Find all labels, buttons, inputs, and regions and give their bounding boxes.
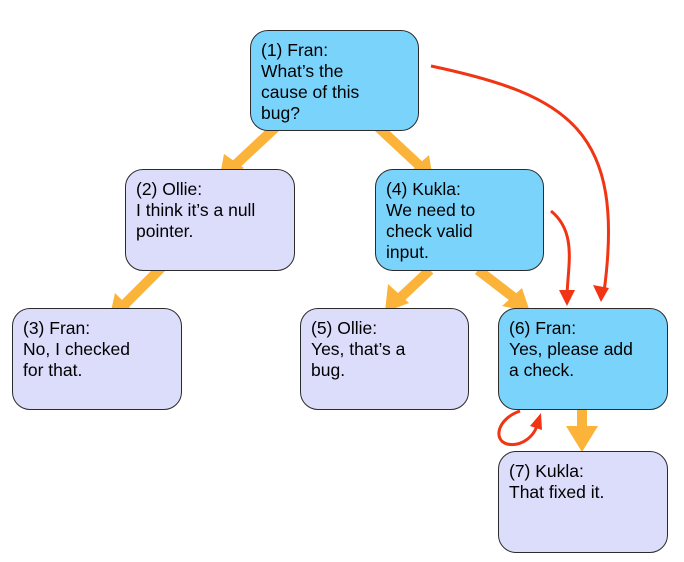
node-3-text-line-1: No, I checked	[23, 339, 130, 359]
node-2-text-line-2: pointer.	[136, 221, 194, 241]
node-5-speaker: (5) Ollie:	[311, 318, 378, 338]
node-4-text-line-3: input.	[386, 242, 429, 262]
node-6: (6) Fran: Yes, please add a check.	[498, 308, 668, 410]
node-2: (2) Ollie: I think it’s a null pointer.	[125, 169, 295, 271]
node-7: (7) Kukla: That fixed it.	[498, 451, 668, 553]
node-4: (4) Kukla: We need to check valid input.	[375, 169, 544, 271]
node-7-text-line-1: That fixed it.	[509, 482, 605, 502]
node-1-text-line-3: bug?	[261, 103, 300, 123]
node-1-speaker: (1) Fran:	[261, 40, 329, 60]
node-3-speaker: (3) Fran:	[23, 318, 91, 338]
reference-arrow-6-self	[497, 409, 542, 447]
tree-arrow-4-6	[474, 266, 530, 312]
node-3-text-line-2: for that.	[23, 360, 83, 380]
node-4-speaker: (4) Kukla:	[386, 179, 461, 199]
node-6-speaker: (6) Fran:	[509, 318, 577, 338]
node-2-text-line-1: I think it’s a null	[136, 200, 256, 220]
node-5: (5) Ollie: Yes, that’s a bug.	[300, 308, 469, 410]
node-6-text-line-2: a check.	[509, 360, 575, 380]
node-5-text-line-1: Yes, that’s a	[311, 339, 406, 359]
reference-arrow-1-6	[430, 64, 611, 302]
tree-arrows	[109, 123, 598, 452]
node-3: (3) Fran: No, I checked for that.	[12, 308, 182, 410]
node-5-text-line-2: bug.	[311, 360, 346, 380]
node-7-speaker: (7) Kukla:	[509, 461, 584, 481]
reference-arrow-4-6	[550, 209, 575, 306]
node-1: (1) Fran: What’s the cause of this bug?	[250, 30, 419, 131]
node-4-text-line-2: check valid	[386, 221, 473, 241]
node-1-text-line-2: cause of this	[261, 82, 360, 102]
reference-arrows	[430, 64, 611, 447]
node-6-text-line-1: Yes, please add	[509, 339, 633, 359]
node-1-text-line-1: What’s the	[261, 61, 344, 81]
tree-arrow-4-5	[385, 266, 434, 312]
node-2-speaker: (2) Ollie:	[136, 179, 203, 199]
node-4-text-line-1: We need to	[386, 200, 476, 220]
